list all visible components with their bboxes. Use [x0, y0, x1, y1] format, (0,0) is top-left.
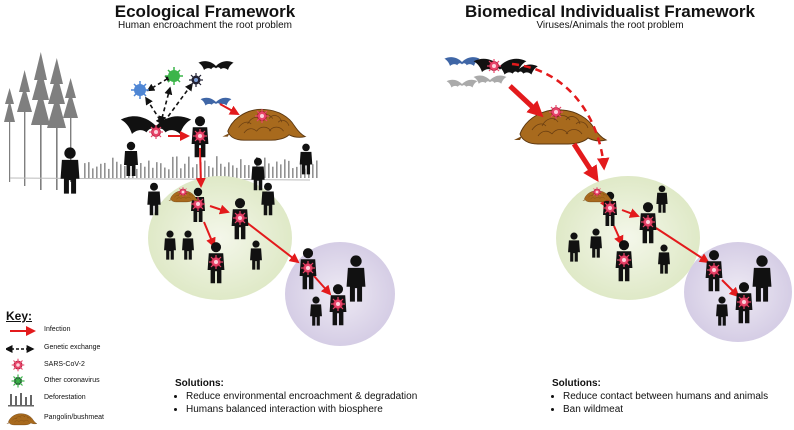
key-item-label: Deforestation [44, 394, 86, 401]
biomedical-framework-title: Biomedical Individualist Framework [464, 2, 756, 21]
ecological-framework-subtitle: Human encroachment the root problem [118, 20, 292, 31]
other-coronavirus-icon [11, 374, 25, 388]
sars-cov-2-virus-icon [591, 186, 603, 198]
sars-cov-2-virus-icon [548, 104, 564, 120]
virus-blue-icon [131, 81, 149, 99]
solution-item: Reduce contact between humans and animal… [563, 391, 792, 402]
sars-cov-2-virus-icon [254, 108, 270, 124]
sars-cov-2-virus-icon [177, 186, 189, 198]
green-community-circle [556, 176, 700, 300]
solution-item: Ban wildmeat [563, 404, 792, 415]
solution-item: Reduce environmental encroachment & degr… [186, 391, 475, 402]
key-item-label: Other coronavirus [44, 377, 100, 384]
pangolin-icon [513, 109, 607, 145]
dashed-double-arrow-icon [6, 345, 35, 353]
virus-dark-icon [189, 73, 203, 87]
pangolin-icon [6, 413, 38, 426]
forest-trees [4, 52, 78, 190]
key-item-deforestation: Deforestation [6, 390, 146, 408]
bat-icon [200, 97, 232, 106]
purple-community-circle [285, 242, 395, 346]
sars-cov-2-virus-icon [486, 58, 502, 74]
sars-cov-2-virus-icon [11, 358, 25, 372]
biomedical-framework-subtitle: Viruses/Animals the root problem [536, 20, 684, 31]
key-item-sars-cov-2: SARS-CoV-2 [6, 357, 146, 375]
solutions-list: Reduce contact between humans and animal… [552, 391, 792, 415]
bat-icon [446, 79, 478, 88]
ecological-framework-title: Ecological Framework [114, 2, 296, 21]
solutions-heading: Solutions: [175, 378, 224, 389]
solution-item: Humans balanced interaction with biosphe… [186, 404, 475, 415]
key-item-label: Pangolin/bushmeat [44, 414, 104, 421]
deforestation-icon [8, 393, 34, 407]
infection-arrows [168, 103, 332, 296]
genetic-exchange-arrows [145, 75, 193, 128]
key-item-label: SARS-CoV-2 [44, 361, 85, 368]
key-item-pangolin: Pangolin/bushmeat [6, 410, 146, 428]
solutions-list: Reduce environmental encroachment & degr… [175, 391, 475, 415]
red-arrow-icon [10, 326, 36, 336]
ecological-solutions: Solutions: Reduce environmental encroach… [175, 378, 475, 417]
bat-icon [473, 75, 507, 84]
key-item-label: Genetic exchange [44, 344, 101, 351]
key-item-infection: Infection [6, 322, 146, 340]
sars-cov-2-virus-icon [148, 124, 164, 140]
green-community-circle [148, 176, 292, 300]
key-item-other-coronavirus: Other coronavirus [6, 373, 146, 391]
solutions-heading: Solutions: [552, 378, 601, 389]
biomedical-solutions: Solutions: Reduce contact between humans… [552, 378, 792, 417]
key-item-genetic-exchange: Genetic exchange [6, 340, 146, 358]
key-item-label: Infection [44, 326, 71, 333]
virus-green-icon [165, 67, 183, 85]
bat-icon [198, 61, 234, 70]
ground-line [9, 177, 311, 181]
key-title: Key: [6, 309, 33, 323]
